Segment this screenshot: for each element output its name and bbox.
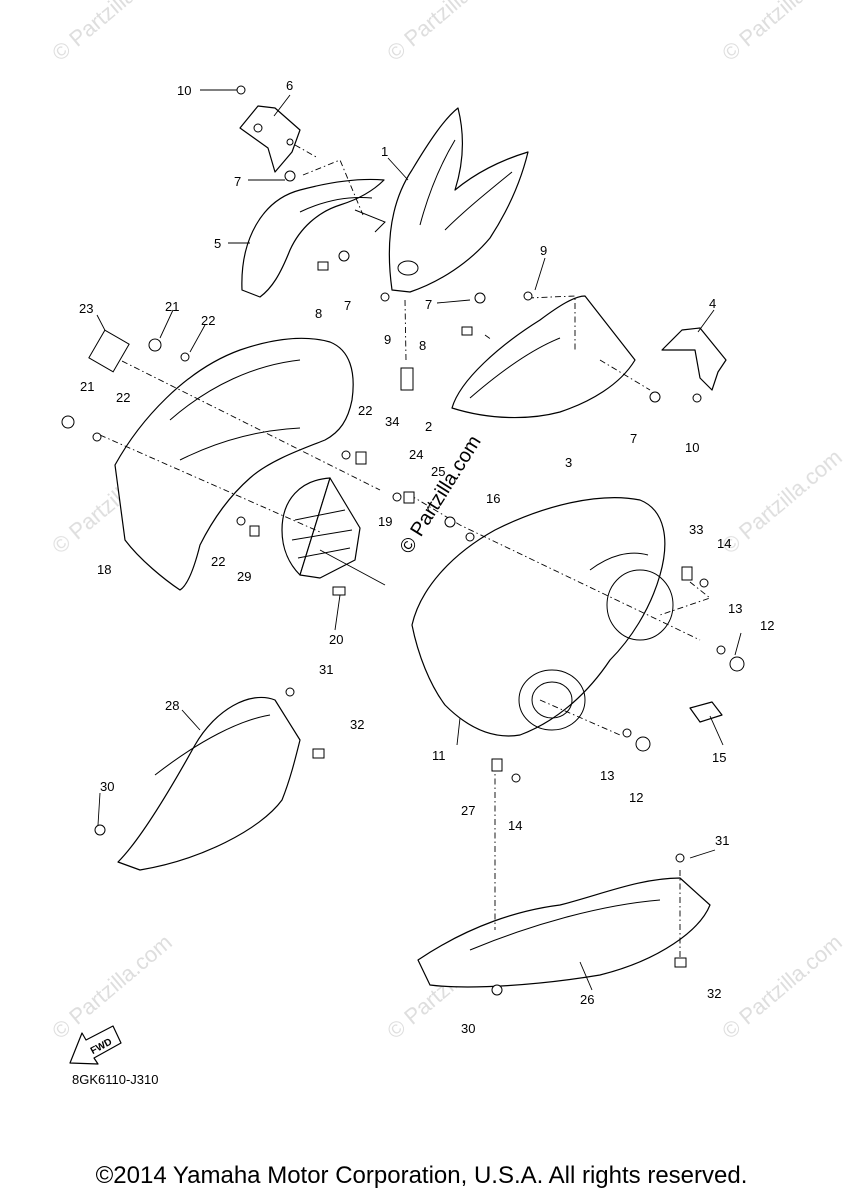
callout-20: 20 — [329, 632, 343, 647]
callout-12: 12 — [629, 790, 643, 805]
callout-2: 2 — [425, 419, 432, 434]
part-28-lower-panel — [117, 696, 301, 871]
callout-33: 33 — [689, 522, 703, 537]
callout-22: 22 — [211, 554, 225, 569]
part-5-side-panel — [241, 178, 386, 298]
callout-11: 11 — [432, 748, 446, 763]
callout-13: 13 — [728, 601, 742, 616]
callout-28: 28 — [165, 698, 179, 713]
part-1-front-cowl — [388, 107, 529, 293]
faint-watermark: © Partzilla.com — [717, 444, 843, 558]
callout-26: 26 — [580, 992, 594, 1007]
callout-21: 21 — [80, 379, 94, 394]
callout-14: 14 — [717, 536, 731, 551]
callout-16: 16 — [486, 491, 500, 506]
hardware — [61, 170, 745, 996]
callout-8: 8 — [315, 306, 322, 321]
callout-6: 6 — [286, 78, 293, 93]
callout-7: 7 — [344, 298, 351, 313]
callout-21: 21 — [165, 299, 179, 314]
callout-22: 22 — [116, 390, 130, 405]
callout-34: 34 — [385, 414, 399, 429]
faint-watermark: © Partzilla.com — [382, 0, 512, 66]
faint-watermark: © Partzilla.com — [47, 0, 177, 66]
callout-25: 25 — [431, 464, 445, 479]
callout-32: 32 — [350, 717, 364, 732]
part-26-lower-panel — [417, 877, 711, 988]
callout-27: 27 — [461, 803, 475, 818]
faint-watermark: © Partzilla.com — [717, 929, 843, 1043]
part-19-grille — [281, 477, 361, 579]
callout-10: 10 — [177, 83, 191, 98]
callout-8: 8 — [419, 338, 426, 353]
callout-30: 30 — [100, 779, 114, 794]
callout-9: 9 — [384, 332, 391, 347]
callout-14: 14 — [508, 818, 522, 833]
callout-29: 29 — [237, 569, 251, 584]
diagram-code: 8GK6110-J310 — [72, 1072, 159, 1087]
callout-30: 30 — [461, 1021, 475, 1036]
callout-7: 7 — [234, 174, 241, 189]
leader-lines — [96, 89, 742, 991]
callout-24: 24 — [409, 447, 423, 462]
callout-19: 19 — [378, 514, 392, 529]
callout-5: 5 — [214, 236, 221, 251]
callout-15: 15 — [712, 750, 726, 765]
callout-31: 31 — [715, 833, 729, 848]
part-11-side-cover — [411, 497, 674, 737]
callout-32: 32 — [707, 986, 721, 1001]
callout-7: 7 — [425, 297, 432, 312]
callout-12: 12 — [760, 618, 774, 633]
part-6-bracket — [239, 105, 301, 173]
callout-13: 13 — [600, 768, 614, 783]
part-15-pad — [689, 701, 723, 723]
copyright-footer: ©2014 Yamaha Motor Corporation, U.S.A. A… — [95, 1162, 748, 1189]
faint-watermark: © Partzilla.com — [717, 0, 843, 66]
nut-10 — [236, 85, 246, 95]
callout-3: 3 — [565, 455, 572, 470]
callout-22: 22 — [358, 403, 372, 418]
part-4-bracket — [661, 327, 727, 391]
part-18-front-cowl — [114, 337, 354, 591]
callout-31: 31 — [319, 662, 333, 677]
callout-9: 9 — [540, 243, 547, 258]
part-3-side-panel — [451, 295, 636, 419]
callout-22: 22 — [201, 313, 215, 328]
callout-numbers: 10 6 7 1 5 8 7 9 9 7 8 4 23 21 22 2 7 10… — [79, 78, 774, 1036]
callout-7: 7 — [630, 431, 637, 446]
callout-10: 10 — [685, 440, 699, 455]
callout-23: 23 — [79, 301, 93, 316]
callout-4: 4 — [709, 296, 716, 311]
callout-18: 18 — [97, 562, 111, 577]
callout-1: 1 — [381, 144, 388, 159]
